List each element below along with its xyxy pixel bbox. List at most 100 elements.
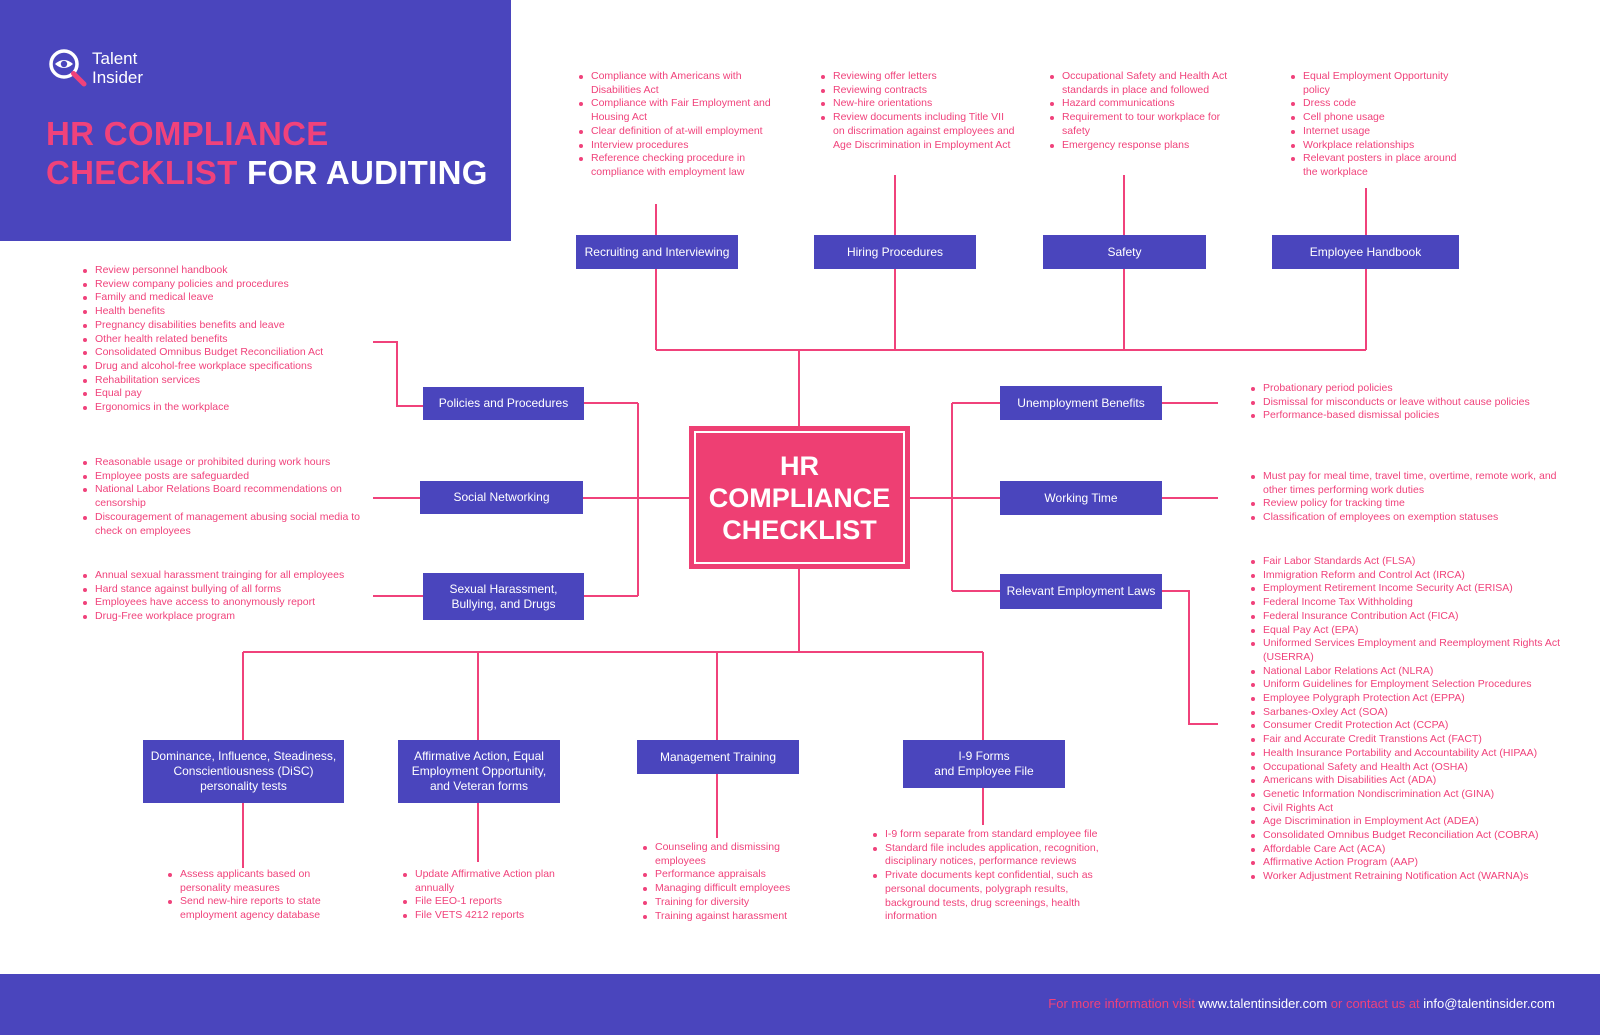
list-item: Interview procedures xyxy=(579,139,771,153)
title-line-1: HR COMPLIANCE xyxy=(46,115,329,152)
list-item: Reviewing offer letters xyxy=(821,70,1015,84)
list-item: Workplace relationships xyxy=(1291,139,1473,153)
list-recruiting: Compliance with Americans with Disabilit… xyxy=(577,70,771,180)
list-item: Counseling and dismissing employees xyxy=(643,841,820,868)
list-item: Equal Employment Opportunity policy xyxy=(1291,70,1473,97)
list-item: Immigration Reform and Control Act (IRCA… xyxy=(1251,569,1573,583)
list-unemployment: Probationary period policies Dismissal f… xyxy=(1249,382,1593,423)
category-safety: Safety xyxy=(1043,235,1206,269)
list-item: Private documents kept confidential, suc… xyxy=(873,869,1125,924)
list-item: Review documents including Title VII on … xyxy=(821,111,1015,151)
footer-email-link[interactable]: info@talentinsider.com xyxy=(1423,996,1555,1011)
footer-mid: or contact us at xyxy=(1327,996,1424,1011)
category-management-training: Management Training xyxy=(637,740,799,774)
list-safety: Occupational Safety and Health Act stand… xyxy=(1048,70,1237,152)
list-item: Clear definition of at-will employment xyxy=(579,125,771,139)
list-item: I-9 form separate from standard employee… xyxy=(873,828,1125,842)
category-i9-forms: I-9 Forms and Employee File xyxy=(903,740,1065,788)
list-item: Federal Insurance Contribution Act (FICA… xyxy=(1251,610,1573,624)
list-item: Uniform Guidelines for Employment Select… xyxy=(1251,678,1573,692)
list-item: Occupational Safety and Health Act stand… xyxy=(1050,70,1237,97)
list-item: Consolidated Omnibus Budget Reconciliati… xyxy=(1251,829,1573,843)
center-line-2: COMPLIANCE xyxy=(708,482,891,513)
footer-prefix: For more information visit xyxy=(1048,996,1199,1011)
footer-contact: For more information visit www.talentins… xyxy=(1048,996,1555,1011)
category-harassment: Sexual Harassment, Bullying, and Drugs xyxy=(423,573,584,620)
list-item: Affirmative Action Program (AAP) xyxy=(1251,856,1573,870)
list-item: Drug-Free workplace program xyxy=(83,610,385,624)
list-item: Review company policies and procedures xyxy=(83,278,385,292)
list-social-networking: Reasonable usage or prohibited during wo… xyxy=(81,456,385,538)
center-line-1: HR xyxy=(780,450,819,481)
list-employment-laws: Fair Labor Standards Act (FLSA) Immigrat… xyxy=(1249,555,1573,884)
footer-bar: For more information visit www.talentins… xyxy=(0,974,1600,1035)
list-item: Probationary period policies xyxy=(1251,382,1593,396)
list-item: Review policy for tracking time xyxy=(1251,497,1573,511)
list-item: Annual sexual harassment trainging for a… xyxy=(83,569,385,583)
list-item: Hazard communications xyxy=(1050,97,1237,111)
list-item: Relevant posters in place around the wor… xyxy=(1291,152,1473,179)
list-item: Consumer Credit Protection Act (CCPA) xyxy=(1251,719,1573,733)
list-item: Affordable Care Act (ACA) xyxy=(1251,843,1573,857)
category-social-networking: Social Networking xyxy=(420,481,583,514)
list-item: Federal Income Tax Withholding xyxy=(1251,596,1573,610)
list-item: Dress code xyxy=(1291,97,1473,111)
list-working-time: Must pay for meal time, travel time, ove… xyxy=(1249,470,1573,525)
list-item: Emergency response plans xyxy=(1050,139,1237,153)
list-item: Rehabilitation services xyxy=(83,374,385,388)
list-item: Worker Adjustment Retraining Notificatio… xyxy=(1251,870,1573,884)
list-item: Training against harassment xyxy=(643,910,820,924)
list-disc: Assess applicants based on personality m… xyxy=(166,868,350,923)
list-item: Cell phone usage xyxy=(1291,111,1473,125)
footer-website-link[interactable]: www.talentinsider.com xyxy=(1198,996,1328,1011)
list-item: Internet usage xyxy=(1291,125,1473,139)
list-i9-forms: I-9 form separate from standard employee… xyxy=(871,828,1125,924)
list-item: Sarbanes-Oxley Act (SOA) xyxy=(1251,706,1573,720)
list-item: Reviewing contracts xyxy=(821,84,1015,98)
list-item: Review personnel handbook xyxy=(83,264,385,278)
list-item: Send new-hire reports to state employmen… xyxy=(168,895,350,922)
brand-line-1: Talent xyxy=(92,49,138,68)
list-item: Must pay for meal time, travel time, ove… xyxy=(1251,470,1573,497)
category-hiring: Hiring Procedures xyxy=(814,235,976,269)
list-item: Pregnancy disabilities benefits and leav… xyxy=(83,319,385,333)
list-item: File VETS 4212 reports xyxy=(403,909,590,923)
list-item: Hard stance against bullying of all form… xyxy=(83,583,385,597)
list-affirmative-action: Update Affirmative Action plan annually … xyxy=(401,868,590,923)
list-management-training: Counseling and dismissing employees Perf… xyxy=(641,841,820,923)
category-disc: Dominance, Influence, Steadiness, Consci… xyxy=(143,740,344,803)
list-item: Age Discrimination in Employment Act (AD… xyxy=(1251,815,1573,829)
list-item: Compliance with Americans with Disabilit… xyxy=(579,70,771,97)
list-item: Genetic Information Nondiscrimination Ac… xyxy=(1251,788,1573,802)
list-item: Training for diversity xyxy=(643,896,820,910)
list-item: Health Insurance Portability and Account… xyxy=(1251,747,1573,761)
list-harassment: Annual sexual harassment trainging for a… xyxy=(81,569,385,624)
list-item: Employee Polygraph Protection Act (EPPA) xyxy=(1251,692,1573,706)
list-item: Update Affirmative Action plan annually xyxy=(403,868,590,895)
list-item: Equal pay xyxy=(83,387,385,401)
list-item: Fair and Accurate Credit Transtions Act … xyxy=(1251,733,1573,747)
list-handbook: Equal Employment Opportunity policy Dres… xyxy=(1289,70,1473,180)
center-title-box: HR COMPLIANCE CHECKLIST xyxy=(689,426,910,569)
list-item: Other health related benefits xyxy=(83,333,385,347)
list-item: Classification of employees on exemption… xyxy=(1251,511,1573,525)
list-item: File EEO-1 reports xyxy=(403,895,590,909)
title-line-2-white: FOR AUDITING xyxy=(237,154,488,191)
list-item: Consolidated Omnibus Budget Reconciliati… xyxy=(83,346,385,360)
category-recruiting: Recruiting and Interviewing xyxy=(576,235,738,269)
list-item: Ergonomics in the workplace xyxy=(83,401,385,415)
list-item: Assess applicants based on personality m… xyxy=(168,868,350,895)
header-block: Talent Insider HR COMPLIANCE CHECKLIST F… xyxy=(0,0,511,241)
list-item: Reasonable usage or prohibited during wo… xyxy=(83,456,385,470)
list-item: Civil Rights Act xyxy=(1251,802,1573,816)
magnifier-eye-icon xyxy=(49,49,87,87)
center-line-3: CHECKLIST xyxy=(722,514,877,545)
list-item: Employees have access to anonymously rep… xyxy=(83,596,385,610)
category-employment-laws: Relevant Employment Laws xyxy=(1000,574,1162,609)
list-item: Health benefits xyxy=(83,305,385,319)
list-item: National Labor Relations Act (NLRA) xyxy=(1251,665,1573,679)
list-item: Fair Labor Standards Act (FLSA) xyxy=(1251,555,1573,569)
list-item: Performance-based dismissal policies xyxy=(1251,409,1593,423)
list-item: Discouragement of management abusing soc… xyxy=(83,511,385,538)
list-item: National Labor Relations Board recommend… xyxy=(83,483,385,510)
